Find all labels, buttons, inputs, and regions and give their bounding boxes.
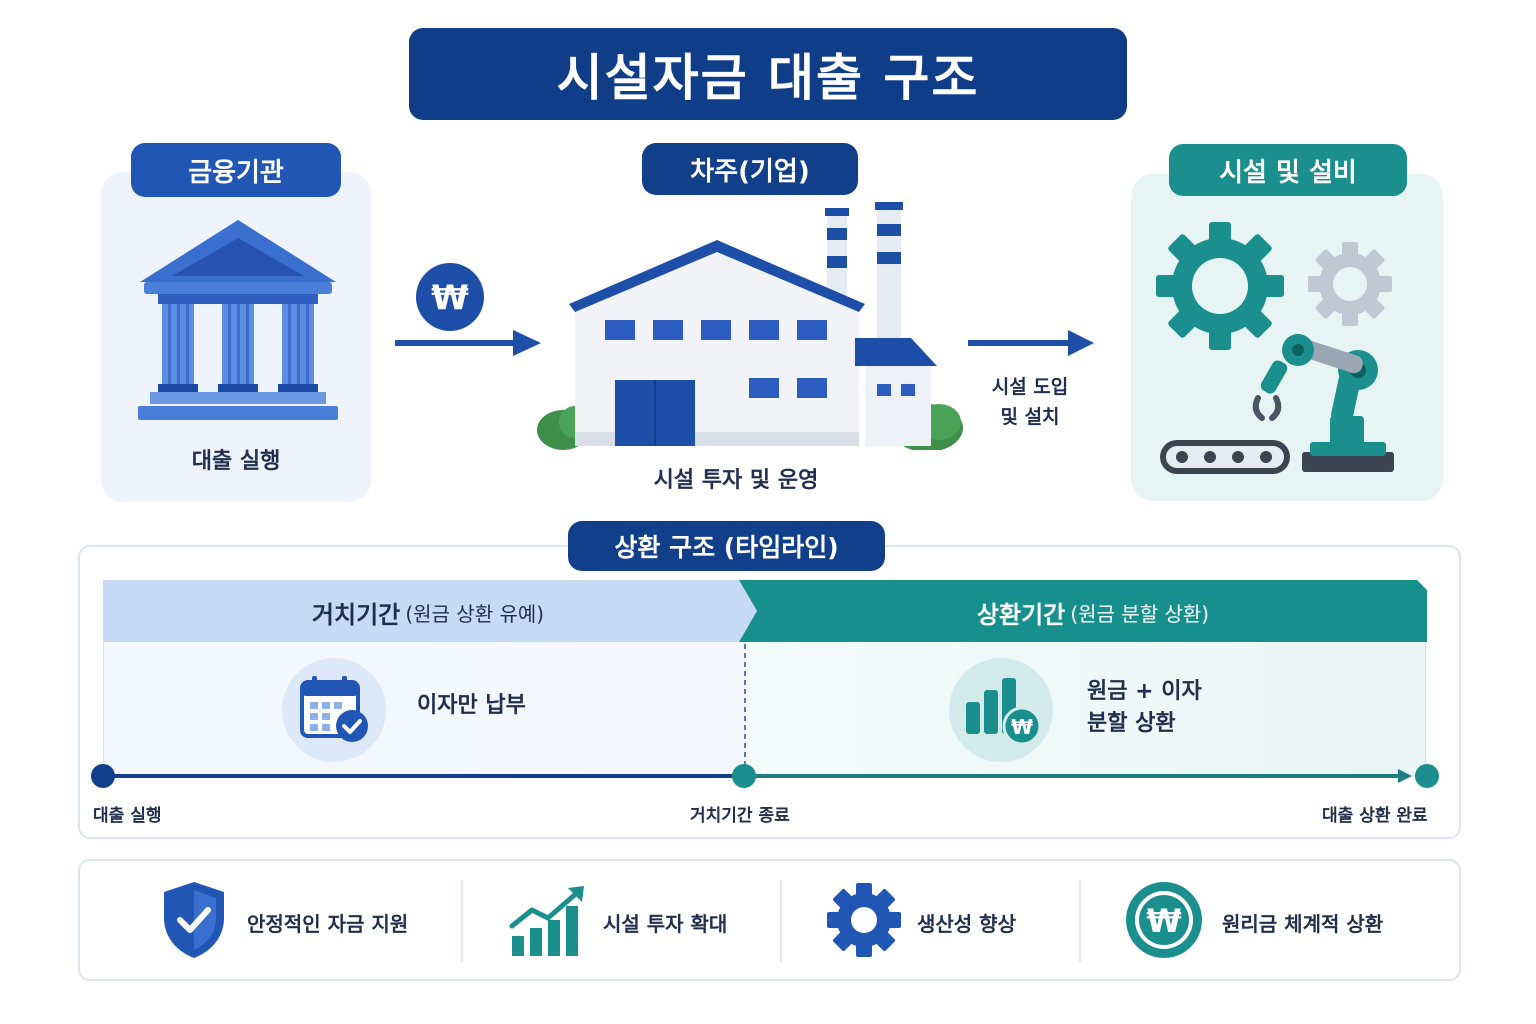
arrow-right-icon xyxy=(395,330,541,356)
amortization-subtitle: (원금 분할 상환) xyxy=(1070,601,1210,626)
benefit-divider xyxy=(780,880,782,962)
bank-icon xyxy=(138,220,338,420)
won-symbol: ₩ xyxy=(431,278,469,318)
lender-caption: 대출 실행 xyxy=(191,449,281,474)
bar-chart-won-icon: ₩ xyxy=(966,678,1042,746)
facility-flow-caption: 시설 도입 및 설치 xyxy=(968,372,1092,432)
benefits-bar xyxy=(78,859,1461,981)
page-title: 시설자금 대출 구조 xyxy=(409,28,1127,120)
timeline-start-marker xyxy=(91,764,115,788)
facility-caption-line2: 및 설치 xyxy=(1000,406,1060,428)
period-header-bar xyxy=(103,580,1427,642)
amortization-period-body xyxy=(745,642,1426,776)
facility-caption-line1: 시설 도입 xyxy=(991,376,1069,398)
won-coin-icon: ₩ xyxy=(416,263,484,331)
gear-icon xyxy=(827,883,901,957)
machinery-icon xyxy=(1156,222,1394,474)
gear-icon xyxy=(1156,222,1284,350)
arrow-right-icon xyxy=(968,330,1094,356)
period-divider xyxy=(744,644,746,774)
calendar-check-icon xyxy=(300,676,368,742)
factory-icon xyxy=(537,202,963,450)
timeline-middle-label: 거치기간 종료 xyxy=(690,806,790,826)
benefit-divider xyxy=(1079,880,1081,962)
amortization-text-line2: 분할 상환 xyxy=(1087,711,1176,736)
benefit-label-3: 원리금 체계적 상환 xyxy=(1222,912,1384,936)
won-symbol: ₩ xyxy=(1011,715,1033,739)
shield-check-icon xyxy=(164,882,224,958)
lender-label: 금융기관 xyxy=(131,143,341,197)
benefit-label-1: 시설 투자 확대 xyxy=(603,912,728,936)
borrower-label: 차주(기업) xyxy=(642,143,858,195)
grace-period-body xyxy=(103,642,745,776)
facility-label: 시설 및 설비 xyxy=(1169,144,1407,196)
benefit-divider xyxy=(461,880,463,962)
amortization-description: 원금 + 이자 분할 상환 xyxy=(1087,676,1202,740)
timeline-start-label: 대출 실행 xyxy=(93,806,162,826)
won-coin-icon: ₩ xyxy=(1126,882,1202,958)
timeline-end-label: 대출 상환 완료 xyxy=(1322,806,1428,826)
benefit-label-2: 생산성 향상 xyxy=(917,912,1016,936)
amortization-title: 상환기간 xyxy=(976,600,1066,629)
growth-chart-icon xyxy=(509,886,584,956)
grace-description: 이자만 납부 xyxy=(417,693,526,718)
amortization-period-header: 상환기간 (원금 분할 상환) xyxy=(760,582,1426,642)
borrower-caption: 시설 투자 및 운영 xyxy=(653,468,819,493)
timeline-mid-marker xyxy=(732,764,756,788)
grace-title: 거치기간 xyxy=(311,600,401,629)
amortization-text-line1: 원금 + 이자 xyxy=(1087,679,1202,704)
repayment-section-label: 상환 구조 (타임라인) xyxy=(568,521,885,571)
grace-subtitle: (원금 상환 유예) xyxy=(405,601,545,626)
timeline-end-marker xyxy=(1415,764,1439,788)
benefit-label-0: 안정적인 자금 지원 xyxy=(247,912,409,936)
grace-period-header: 거치기간 (원금 상환 유예) xyxy=(103,582,753,642)
timeline-axis xyxy=(91,764,1439,788)
won-symbol: ₩ xyxy=(1146,902,1181,940)
